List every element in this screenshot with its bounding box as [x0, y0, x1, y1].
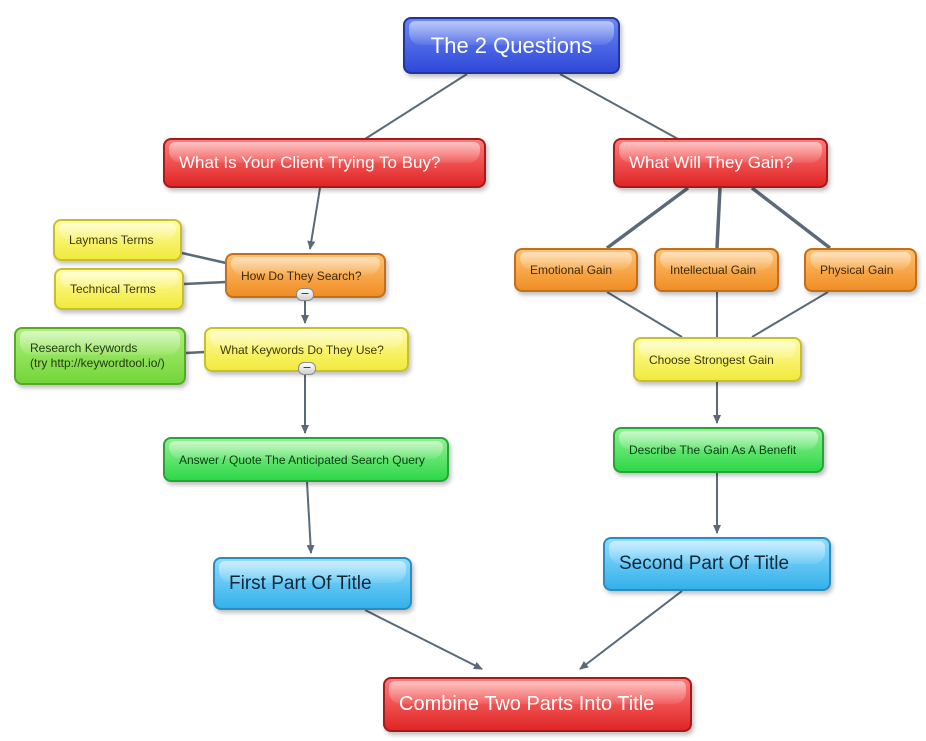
node-intellectual-gain-label: Intellectual Gain: [670, 263, 757, 277]
edge-technical-search: [183, 280, 227, 286]
node-first-part[interactable]: First Part Of Title: [213, 557, 412, 610]
edge-buy-search: [307, 187, 321, 250]
node-technical-terms-label: Technical Terms: [70, 282, 156, 296]
node-answer-query[interactable]: Answer / Quote The Anticipated Search Qu…: [163, 437, 449, 482]
edge-laymans-search: [181, 251, 227, 265]
node-combine-title[interactable]: Combine Two Parts Into Title: [383, 677, 692, 732]
node-intellectual-gain[interactable]: Intellectual Gain: [654, 248, 779, 292]
node-first-part-label: First Part Of Title: [229, 572, 372, 594]
edge-answer-first: [306, 481, 315, 554]
root-node-label: The 2 Questions: [430, 32, 593, 58]
node-physical-gain-label: Physical Gain: [820, 263, 894, 277]
question-node-gain-label: What Will They Gain?: [629, 153, 794, 172]
node-what-keywords-label: What Keywords Do They Use?: [220, 342, 384, 357]
node-research-keywords-line1: Research Keywords: [30, 341, 138, 355]
edge-physical-choose: [751, 291, 829, 338]
edge-gain-physical: [750, 186, 832, 250]
node-second-part-label: Second Part Of Title: [619, 553, 790, 574]
node-physical-gain[interactable]: Physical Gain: [804, 248, 917, 292]
edge-gain-intellectual: [715, 187, 722, 249]
edge-research-keywords: [185, 350, 206, 355]
node-emotional-gain-label: Emotional Gain: [530, 263, 613, 277]
edge-second-combine: [579, 590, 683, 670]
edge-first-combine: [364, 609, 483, 670]
edge-title-left: [364, 73, 468, 140]
node-second-part[interactable]: Second Part Of Title: [603, 537, 831, 591]
node-choose-strongest[interactable]: Choose Strongest Gain: [633, 337, 802, 382]
root-node-title[interactable]: The 2 Questions: [403, 17, 620, 74]
question-node-buy-label: What Is Your Client Trying To Buy?: [179, 153, 441, 172]
node-describe-benefit-label: Describe The Gain As A Benefit: [629, 443, 797, 457]
node-emotional-gain[interactable]: Emotional Gain: [514, 248, 638, 292]
question-node-buy[interactable]: What Is Your Client Trying To Buy?: [163, 138, 486, 188]
collapse-toggle-what-keywords[interactable]: −: [298, 362, 316, 375]
collapse-toggle-how-search[interactable]: −: [296, 288, 314, 301]
node-combine-title-label: Combine Two Parts Into Title: [399, 693, 655, 715]
node-how-search-label: How Do They Search?: [241, 268, 362, 283]
question-node-gain[interactable]: What Will They Gain?: [613, 138, 828, 188]
node-laymans-terms-label: Laymans Terms: [69, 233, 154, 247]
node-research-keywords[interactable]: Research Keywords (try http://keywordtoo…: [14, 327, 186, 385]
edge-title-right: [559, 73, 679, 140]
node-research-keywords-line2: (try http://keywordtool.io/): [30, 356, 165, 370]
node-technical-terms[interactable]: Technical Terms: [54, 268, 184, 310]
edge-gain-emotional: [605, 186, 690, 250]
node-choose-strongest-label: Choose Strongest Gain: [649, 352, 774, 367]
edge-emotional-choose: [606, 291, 683, 338]
node-describe-benefit[interactable]: Describe The Gain As A Benefit: [613, 427, 824, 473]
node-answer-query-label: Answer / Quote The Anticipated Search Qu…: [179, 452, 425, 467]
node-laymans-terms[interactable]: Laymans Terms: [53, 219, 182, 261]
